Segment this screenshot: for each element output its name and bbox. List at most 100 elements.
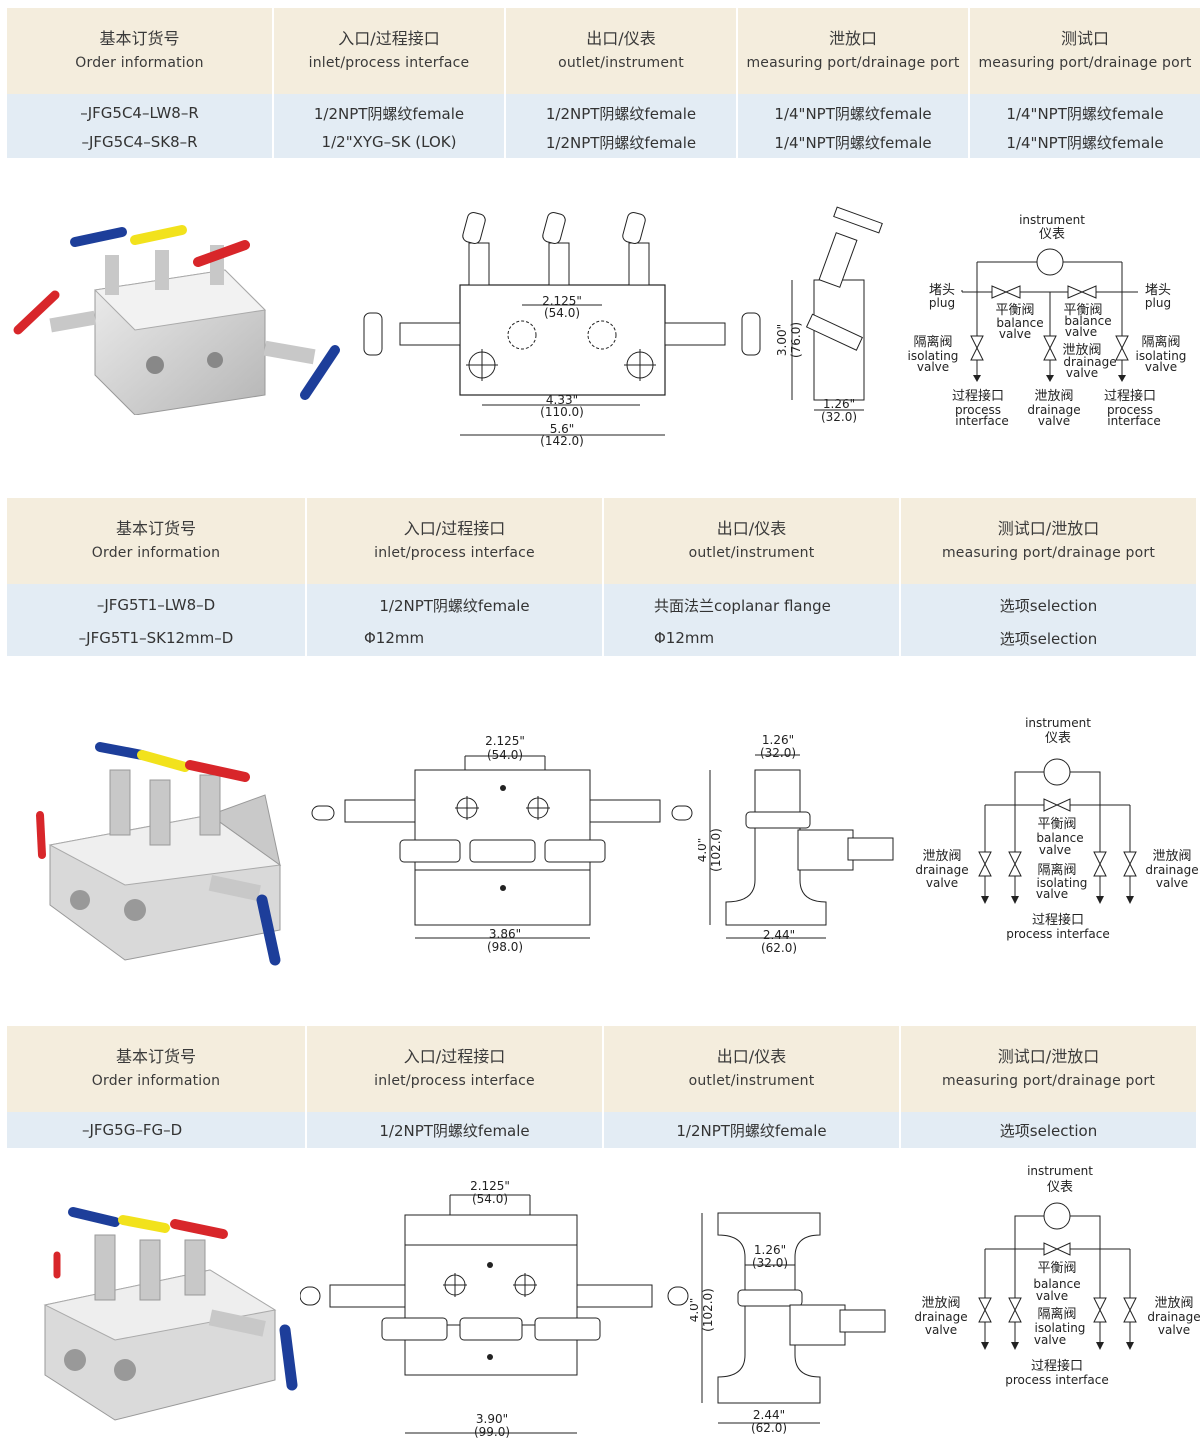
dim-width-total: 3.86" [489, 927, 521, 941]
table-row: –JFG5C4–LW8–R 1/2NPT阴螺纹female 1/2NPT阴螺纹f… [7, 94, 1200, 126]
isolating-en1: isolating [1035, 1321, 1086, 1335]
dim-height-mm: (102.0) [709, 828, 723, 872]
drain-bottom-zh: 泄放阀 [1034, 389, 1073, 404]
cell-drain: 1/4"NPT阴螺纹female [738, 126, 968, 158]
drain-right-zh: 泄放阀 [1154, 1296, 1193, 1311]
balance-zh: 平衡阀 [1037, 817, 1076, 832]
drain-left-en1: drainage [914, 1310, 967, 1324]
schematic-2: instrument 仪表 平衡阀 balance valve 隔离阀 isol… [915, 716, 1198, 941]
cell-inlet: 1/2NPT阴螺纹female [274, 94, 504, 126]
dim-width-total-mm: (99.0) [474, 1425, 510, 1439]
front-drawing-1: 2.125" (54.0) 4.33" (110.0) 5.6" (142.0) [363, 212, 761, 448]
cell-order: –JFG5C4–LW8–R [7, 94, 272, 126]
dim-width-top: 2.125" [470, 1179, 510, 1193]
dim-depth-mm: (32.0) [821, 410, 857, 424]
plug-right-zh: 堵头 [1145, 283, 1171, 298]
drain-bottom-en1: drainage [1027, 403, 1080, 417]
balance-zh: 平衡阀 [1037, 1261, 1076, 1276]
cell-inlet: 1/2NPT阴螺纹female [307, 584, 602, 620]
dim-base-mm: (62.0) [761, 941, 797, 955]
process-right-en2: interface [1107, 414, 1161, 428]
cell-order: –JFG5C4–SK8–R [7, 126, 272, 158]
process-left-zh: 过程接口 [952, 388, 1004, 404]
isolating-en2: valve [1034, 1333, 1066, 1347]
dim-depth: 1.26" [823, 397, 855, 411]
instrument-label-en: instrument [1027, 1164, 1093, 1178]
cell-inlet: 1/2NPT阴螺纹female [307, 1112, 602, 1148]
dim-width-top: 2.125" [485, 734, 525, 748]
drain-left-en1: drainage [915, 863, 968, 877]
dim-width-mid: 4.33" [546, 393, 578, 407]
instrument-label-zh: 仪表 [1045, 731, 1071, 746]
isolating-zh: 隔离阀 [1037, 862, 1076, 878]
isolating-en1: isolating [1037, 876, 1088, 890]
instrument-label-zh: 仪表 [1047, 1180, 1073, 1195]
cell-test: 1/4"NPT阴螺纹female [970, 126, 1200, 158]
side-drawing-1: 3.00" (76.0) 1.26" (32.0) [775, 206, 883, 424]
drain-zh: 泄放阀 [1062, 343, 1101, 358]
dim-width-total: 3.90" [476, 1412, 508, 1426]
balance-left-en1: balance [996, 316, 1043, 330]
process-en: process interface [1005, 1373, 1108, 1387]
process-zh: 过程接口 [1032, 912, 1084, 928]
dim-width-top-mm: (54.0) [544, 306, 580, 320]
drain-en1: drainage [1063, 355, 1116, 369]
plug-left-zh: 堵头 [929, 283, 955, 298]
drain-left-zh: 泄放阀 [921, 1296, 960, 1311]
dim-height: 4.0" [698, 838, 709, 863]
balance-en2: valve [1036, 1289, 1068, 1303]
dim-height: 4.0" [690, 1298, 701, 1323]
cell-outlet: Φ12mm [604, 620, 899, 656]
isolating-left-zh: 隔离阀 [913, 334, 952, 350]
cell-inlet: 1/2"XYG–SK (LOK) [274, 126, 504, 158]
product-photo-1 [13, 225, 340, 415]
process-zh: 过程接口 [1031, 1358, 1083, 1374]
instrument-label-en: instrument [1025, 716, 1091, 730]
table-row: –JFG5G–FG–D 1/2NPT阴螺纹female 1/2NPT阴螺纹fem… [7, 1112, 1196, 1148]
drain-right-zh: 泄放阀 [1152, 849, 1191, 864]
cell-test-drain: 选项selection [901, 1112, 1196, 1148]
dim-depth: 1.26" [762, 733, 794, 747]
dim-width-total: 5.6" [550, 422, 575, 436]
cell-order: –JFG5T1–LW8–D [7, 584, 305, 620]
balance-right-en2: valve [1065, 325, 1097, 339]
product-photo-3 [43, 1207, 298, 1421]
dim-width-top: 2.125" [542, 294, 582, 308]
dim-width-total-mm: (142.0) [540, 434, 584, 448]
process-left-en1: process [955, 403, 1001, 417]
drain-right-en1: drainage [1145, 863, 1198, 877]
cell-test-drain: 选项selection [901, 620, 1196, 656]
front-drawing-2: 2.125" (54.0) 3.86" (98.0) [311, 734, 693, 954]
isolating-right-en1: isolating [1136, 349, 1187, 363]
dim-depth-mm: (32.0) [752, 1256, 788, 1270]
cell-order: –JFG5T1–SK12mm–D [7, 620, 305, 656]
process-left-en2: interface [955, 414, 1009, 428]
dim-base: 2.44" [763, 928, 795, 942]
isolating-en2: valve [1036, 887, 1068, 901]
drain-bottom-en2: valve [1038, 414, 1070, 428]
dim-height-mm: (76.0) [789, 322, 803, 358]
process-en: process interface [1006, 927, 1109, 941]
drain-en2: valve [1066, 366, 1098, 380]
dim-width-top-mm: (54.0) [487, 748, 523, 762]
cell-test-drain: 选项selection [901, 584, 1196, 620]
side-drawing-3: 1.26" (32.0) 4.0" (102.0) 2.44" (62.0) [690, 1212, 886, 1435]
schematic-1: instrument 仪表 堵头 plug 堵头 plug 平衡阀 balanc… [908, 213, 1187, 428]
drain-left-en2: valve [925, 1323, 957, 1337]
plug-left-en: plug [929, 296, 955, 310]
isolating-zh: 隔离阀 [1037, 1306, 1076, 1322]
dim-height: 3.00" [775, 324, 789, 356]
drain-right-en2: valve [1158, 1323, 1190, 1337]
cell-outlet: 1/2NPT阴螺纹female [506, 126, 736, 158]
